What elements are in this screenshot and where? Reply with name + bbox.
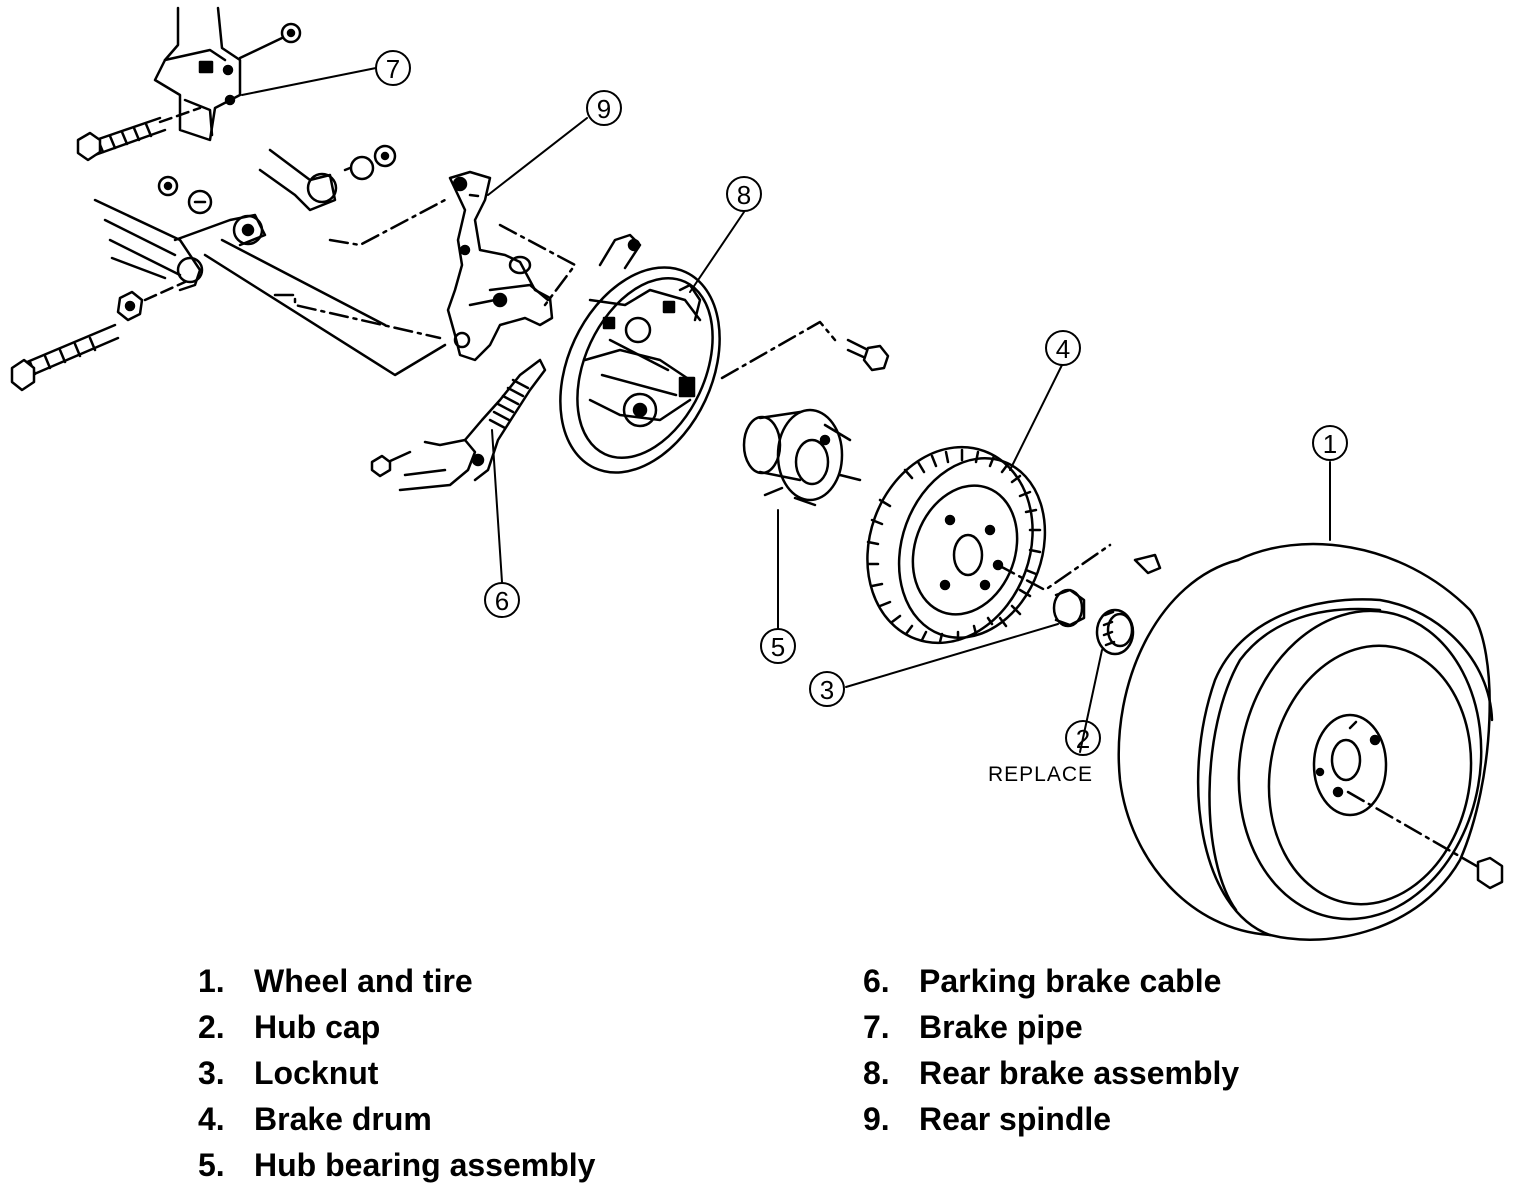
drum-screw-leader (996, 543, 1112, 592)
assembly-leader-lines-left (273, 198, 577, 340)
legend-item-parking-brake-cable: 6. Parking brake cable (863, 958, 1239, 1004)
rear-spindle (446, 170, 554, 362)
svg-text:4: 4 (1056, 334, 1070, 364)
legend-label: Hub bearing assembly (254, 1147, 596, 1183)
trailing-arm (10, 144, 447, 392)
exploded-rear-wheel-diagram: 1 2 3 4 5 6 7 8 9 REPLACE (10, 6, 1504, 941)
legend-label: Parking brake cable (919, 963, 1222, 999)
brake-bolt-leader (720, 320, 837, 380)
legend-number: 6. (863, 963, 890, 999)
svg-text:1: 1 (1323, 429, 1337, 459)
svg-text:2: 2 (1076, 724, 1090, 754)
callout-leaders (241, 67, 1331, 753)
rear-brake-assembly (559, 233, 721, 474)
legend-item-wheel-and-tire: 1. Wheel and tire (198, 958, 595, 1004)
legend-number: 3. (198, 1055, 225, 1091)
hub-bearing-assembly (742, 408, 862, 507)
legend-item-brake-drum: 4. Brake drum (198, 1096, 595, 1142)
legend-number: 4. (198, 1101, 225, 1137)
replace-label: REPLACE (988, 763, 1093, 786)
legend-number: 2. (198, 1009, 225, 1045)
svg-text:9: 9 (597, 94, 611, 124)
callout-7: 7 (375, 50, 411, 86)
callout-2: 2 (1065, 720, 1101, 756)
legend-item-rear-spindle: 9. Rear spindle (863, 1096, 1239, 1142)
callout-4: 4 (1045, 330, 1081, 366)
lug-nut-leader (1346, 790, 1482, 870)
legend-label: Wheel and tire (254, 963, 473, 999)
callout-8: 8 (726, 176, 762, 212)
drum-screw (1133, 553, 1162, 575)
legend-label: Brake drum (254, 1101, 432, 1137)
callout-3: 3 (809, 671, 845, 707)
legend-item-hub-bearing-assembly: 5. Hub bearing assembly (198, 1142, 595, 1188)
legend-item-locknut: 3. Locknut (198, 1050, 595, 1096)
svg-text:5: 5 (771, 632, 785, 662)
legend-left-column: 1. Wheel and tire 2. Hub cap 3. Locknut 4. B… (198, 958, 595, 1188)
legend-label: Hub cap (254, 1009, 381, 1045)
backing-plate-bolt (846, 338, 890, 372)
callout-9: 9 (586, 90, 622, 126)
legend-label: Locknut (254, 1055, 379, 1091)
lug-nut (1476, 856, 1504, 890)
legend-right-column: 6. Parking brake cable 7. Brake pipe 8. Rea… (863, 958, 1239, 1142)
legend-item-brake-pipe: 7. Brake pipe (863, 1004, 1239, 1050)
legend-label: Rear brake assembly (919, 1055, 1240, 1091)
svg-text:7: 7 (386, 54, 400, 84)
legend-number: 5. (198, 1147, 225, 1183)
brake-pipe-bracket (76, 6, 302, 162)
wheel-and-tire (1117, 542, 1494, 941)
legend-number: 8. (863, 1055, 890, 1091)
svg-text:8: 8 (737, 180, 751, 210)
legend-label: Rear spindle (919, 1101, 1112, 1137)
callout-1: 1 (1312, 425, 1348, 461)
legend-number: 9. (863, 1101, 890, 1137)
callout-6: 6 (484, 582, 520, 618)
legend-number: 7. (863, 1009, 890, 1045)
legend-number: 1. (198, 963, 225, 999)
locknut (1052, 588, 1086, 628)
parking-brake-cable (370, 358, 547, 492)
callout-5: 5 (760, 628, 796, 664)
legend-label: Brake pipe (919, 1009, 1083, 1045)
hub-cap (1095, 608, 1135, 656)
brake-drum (866, 445, 1047, 645)
legend-item-rear-brake-assembly: 8. Rear brake assembly (863, 1050, 1239, 1096)
legend-item-hub-cap: 2. Hub cap (198, 1004, 595, 1050)
svg-text:3: 3 (820, 675, 834, 705)
svg-text:6: 6 (495, 586, 509, 616)
